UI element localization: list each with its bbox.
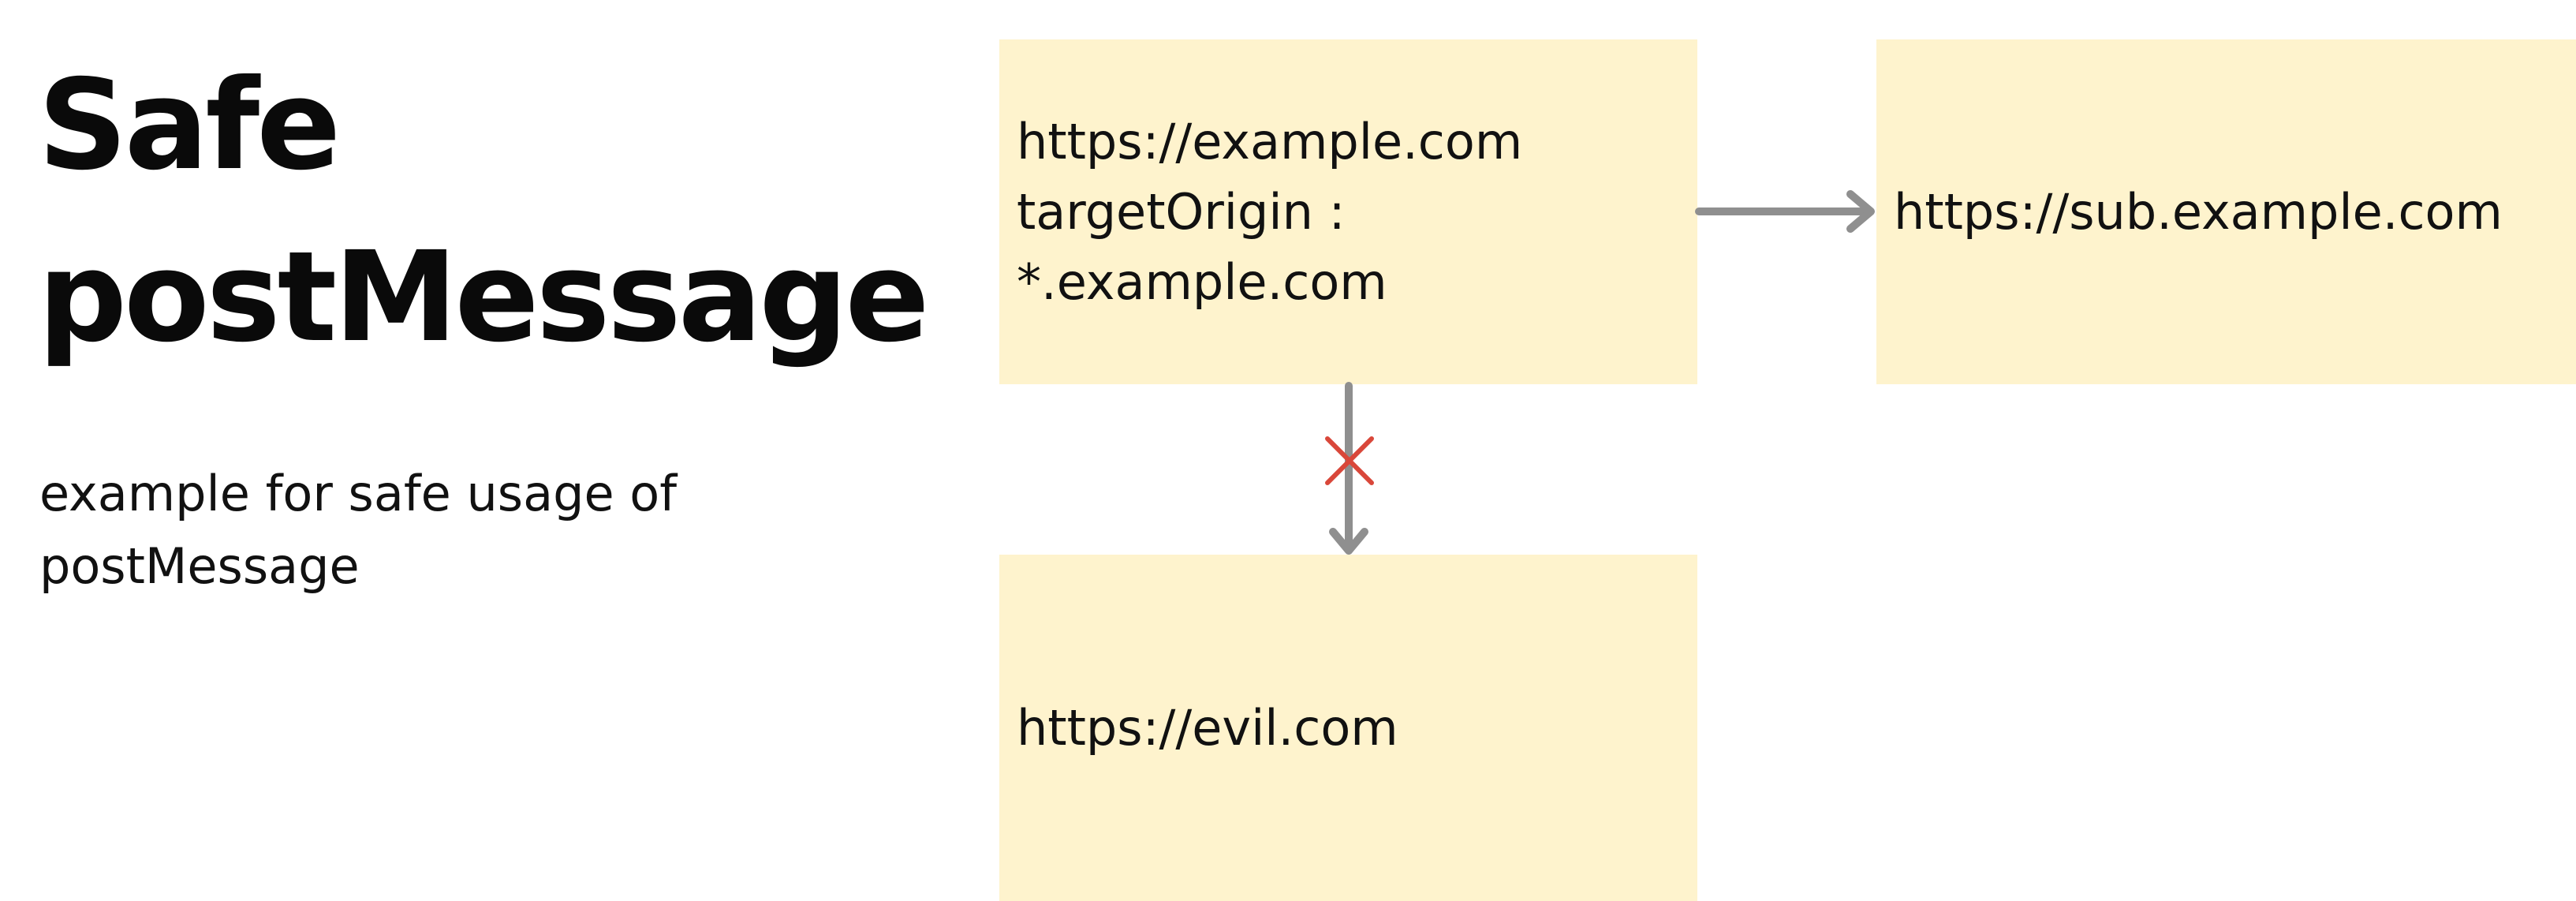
source-origin-box: https://example.com targetOrigin : *.exa…: [999, 39, 1697, 384]
blocked-target-url: https://evil.com: [1017, 699, 1398, 757]
page-title: Safe postMessage: [38, 39, 930, 383]
arrow-to-blocked-target: [1329, 382, 1368, 555]
title-line-1: Safe: [38, 53, 341, 198]
subtitle-line-2: postMessage: [39, 537, 360, 595]
blocked-target-box: https://evil.com: [999, 555, 1697, 901]
target-origin-label: targetOrigin :: [1017, 183, 1346, 241]
allowed-target-box: https://sub.example.com: [1876, 39, 2576, 384]
page-subtitle: example for safe usage of postMessage: [39, 458, 677, 603]
target-origin-pattern: *.example.com: [1017, 253, 1387, 311]
title-line-2: postMessage: [38, 225, 930, 370]
cross-icon: [1325, 436, 1374, 485]
arrow-to-allowed-target: [1695, 190, 1875, 233]
allowed-target-url: https://sub.example.com: [1894, 183, 2503, 241]
source-origin-url: https://example.com: [1017, 113, 1523, 170]
subtitle-line-1: example for safe usage of: [39, 465, 678, 522]
